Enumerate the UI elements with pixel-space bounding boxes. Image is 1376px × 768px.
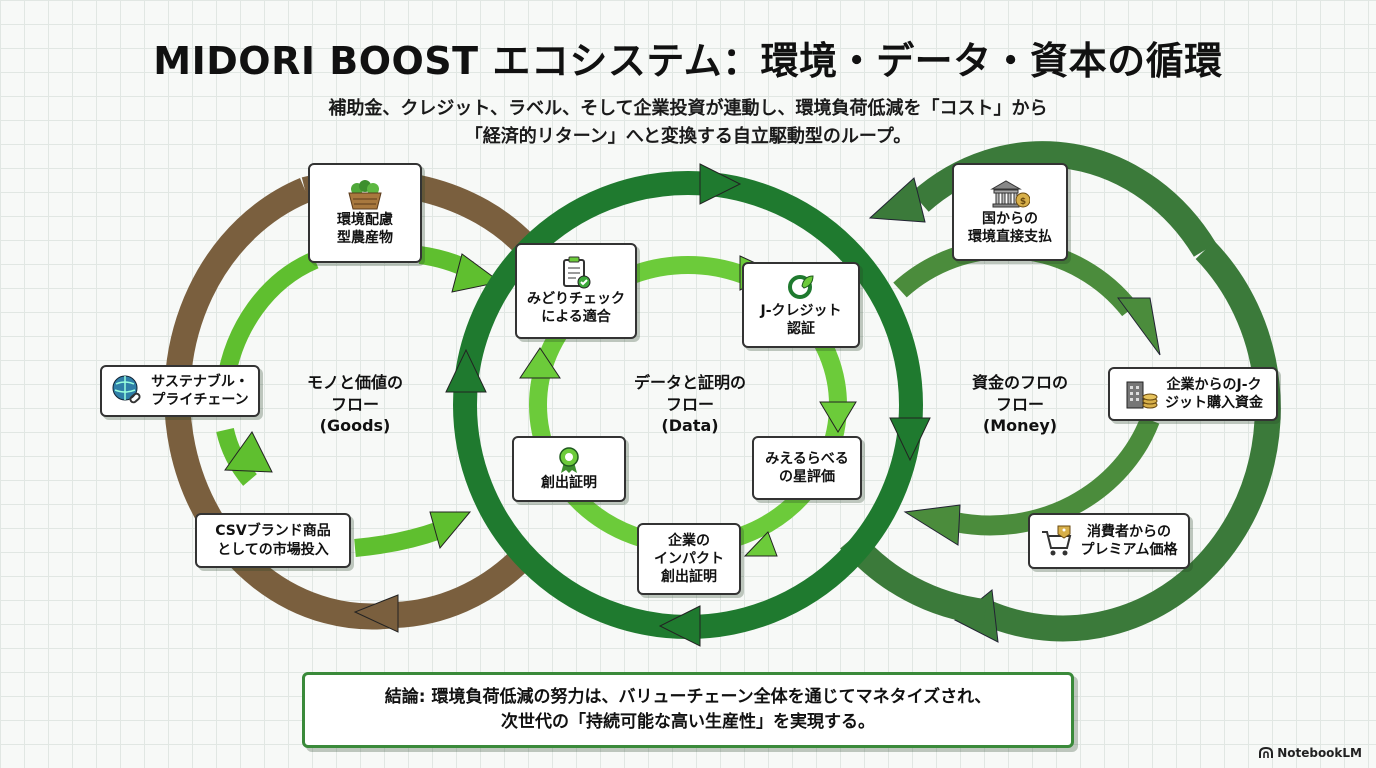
- notebooklm-logo-icon: [1259, 747, 1274, 758]
- conclusion-line-1: 結論: 環境負荷低減の努力は、バリューチェーン全体を通じてマネタイズされ、: [384, 686, 992, 707]
- vegetable-basket-icon: [348, 179, 382, 210]
- node-impact-cert-label: 企業の インパクト 創出証明: [654, 532, 724, 586]
- shopping-cart-tag-icon: [1042, 525, 1072, 556]
- page-title: MIDORI BOOST エコシステム：環境・データ・資本の循環: [153, 39, 1223, 83]
- node-star-rating-label: みえるらべる の星評価: [765, 450, 849, 485]
- svg-text:$: $: [1020, 197, 1026, 207]
- node-corp-jcredit: 企業からのJ-ク ジット購入資金: [1108, 367, 1278, 421]
- node-midori-check: みどりチェック による適合: [515, 243, 637, 339]
- node-csv-brand: CSVブランド商品 としての市場投入: [195, 513, 351, 568]
- node-gov-payment: $ 国からの 環境直接支払: [952, 163, 1068, 261]
- building-coins-icon: [1126, 381, 1158, 409]
- node-supply-chain-label: サステナブル・ プライチェーン: [151, 373, 249, 408]
- node-supply-chain: サステナブル・ プライチェーン: [100, 365, 260, 417]
- subtitle-line-2: 「経済的リターン」へと変換する自立駆動型のループ。: [464, 126, 912, 147]
- node-impact-cert: 企業の インパクト 創出証明: [637, 523, 741, 595]
- conclusion-box: 結論: 環境負荷低減の努力は、バリューチェーン全体を通じてマネタイズされ、 次世…: [302, 672, 1074, 748]
- brand-label: NotebookLM: [1277, 746, 1362, 760]
- checklist-icon: [563, 256, 591, 289]
- award-badge-icon: [559, 447, 579, 473]
- node-eco-products-label: 環境配慮 型農産物: [337, 211, 393, 246]
- node-csv-brand-label: CSVブランド商品 としての市場投入: [215, 523, 331, 558]
- globe-chain-icon: [112, 375, 141, 404]
- node-creation-cert-label: 創出証明: [541, 474, 597, 491]
- government-money-icon: $: [990, 180, 1030, 208]
- goods-flow-label: モノと価値の フロー (Goods): [306, 373, 403, 436]
- node-eco-products: 環境配慮 型農産物: [308, 163, 422, 263]
- eco-leaf-icon: [788, 274, 814, 299]
- node-midori-check-label: みどりチェック による適合: [527, 290, 625, 325]
- node-corp-jcredit-label: 企業からのJ-ク ジット購入資金: [1165, 376, 1263, 411]
- data-flow-label: データと証明の フロー (Data): [633, 373, 746, 436]
- node-star-rating: みえるらべる の星評価: [752, 436, 862, 500]
- conclusion-line-2: 次世代の「持続可能な高い生産性」を実現する。: [501, 712, 875, 732]
- notebooklm-brand: NotebookLM: [1259, 746, 1362, 760]
- subtitle-line-1: 補助金、クレジット、ラベル、そして企業投資が連動し、環境負荷低減を「コスト」から: [328, 98, 1048, 119]
- node-jcredit-cert-label: J-クレジット 認証: [760, 302, 842, 337]
- node-jcredit-cert: J-クレジット 認証: [742, 262, 860, 348]
- node-creation-cert: 創出証明: [512, 436, 626, 502]
- node-gov-payment-label: 国からの 環境直接支払: [968, 210, 1052, 245]
- node-consumer-premium-label: 消費者からの プレミアム価格: [1080, 523, 1178, 558]
- node-consumer-premium: 消費者からの プレミアム価格: [1028, 513, 1190, 569]
- money-flow-label: 資金のフロの フロー (Money): [971, 373, 1068, 436]
